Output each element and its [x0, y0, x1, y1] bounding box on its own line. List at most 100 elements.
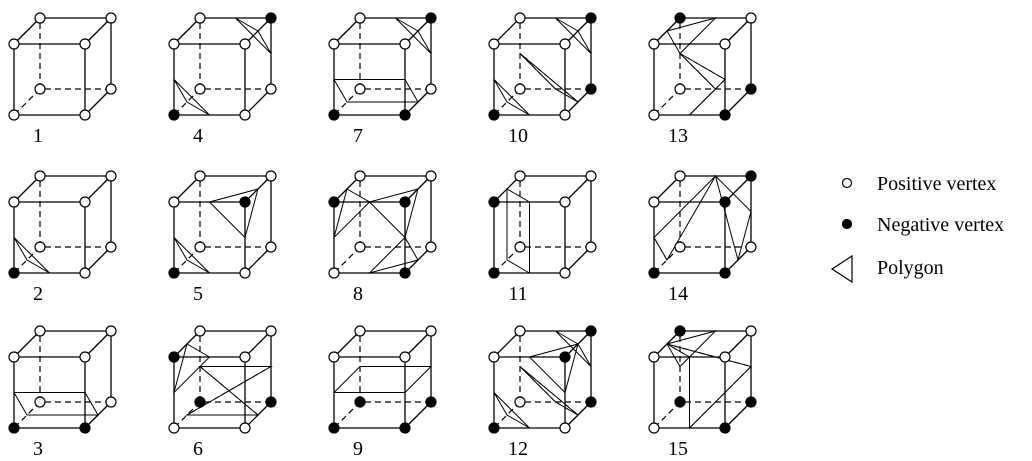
isosurface-polygon: [174, 238, 210, 274]
legend-positive-label: Positive vertex: [877, 173, 996, 195]
positive-vertex: [106, 326, 116, 336]
cube-case-14: 14: [649, 171, 756, 305]
cube-case-12: 12: [489, 326, 596, 460]
negative-vertex: [195, 397, 205, 407]
positive-vertex: [489, 39, 499, 49]
negative-vertex: [266, 13, 276, 23]
case-number: 5: [193, 283, 203, 305]
negative-vertex: [355, 397, 365, 407]
negative-vertex: [240, 197, 250, 207]
isosurface-polygon: [494, 80, 530, 116]
positive-vertex: [355, 13, 365, 23]
legend: Positive vertex Negative vertex Polygon: [832, 173, 1004, 282]
positive-vertex: [169, 423, 179, 433]
positive-vertex: [400, 352, 410, 362]
positive-vertex: [9, 110, 19, 120]
positive-vertex: [266, 326, 276, 336]
positive-vertex: [9, 39, 19, 49]
positive-vertex: [649, 423, 659, 433]
positive-vertex: [240, 39, 250, 49]
case-number: 8: [353, 283, 363, 305]
cube-case-2: 2: [9, 171, 116, 305]
case-number: 4: [193, 125, 203, 147]
negative-vertex: [426, 397, 436, 407]
cube-case-10: 10: [489, 13, 596, 147]
positive-vertex: [106, 13, 116, 23]
cube-case-15: 15: [649, 326, 756, 460]
positive-vertex: [720, 39, 730, 49]
positive-vertex: [35, 13, 45, 23]
positive-vertex: [515, 242, 525, 252]
case-number: 11: [508, 283, 527, 305]
positive-vertex: [80, 352, 90, 362]
positive-vertex: [515, 13, 525, 23]
positive-vertex: [400, 39, 410, 49]
positive-vertex: [586, 242, 596, 252]
positive-vertex: [80, 268, 90, 278]
case-number: 10: [508, 125, 528, 147]
positive-vertex: [195, 13, 205, 23]
positive-vertex: [9, 197, 19, 207]
positive-vertex: [560, 423, 570, 433]
negative-vertex: [400, 423, 410, 433]
legend-polygon-label: Polygon: [877, 257, 944, 279]
cube-case-13: 13: [649, 13, 756, 147]
case-number: 1: [33, 125, 43, 147]
positive-vertex: [240, 110, 250, 120]
case-number: 13: [668, 125, 688, 147]
negative-vertex: [9, 423, 19, 433]
negative-vertex: [746, 84, 756, 94]
positive-vertex: [240, 268, 250, 278]
positive-vertex: [560, 110, 570, 120]
negative-vertex: [329, 110, 339, 120]
negative-vertex: [9, 268, 19, 278]
negative-vertex: [586, 84, 596, 94]
negative-vertex: [675, 13, 685, 23]
cube-case-5: 5: [169, 171, 276, 305]
positive-vertex: [266, 242, 276, 252]
negative-vertex: [169, 268, 179, 278]
polygon-icon: [832, 256, 852, 282]
isosurface-polygon: [174, 80, 210, 116]
negative-vertex: [560, 352, 570, 362]
positive-vertex: [9, 352, 19, 362]
isosurface-polygon: [14, 238, 50, 274]
positive-vertex: [355, 326, 365, 336]
positive-vertex-icon: [843, 179, 852, 188]
negative-vertex: [489, 423, 499, 433]
positive-vertex: [266, 171, 276, 181]
positive-vertex: [675, 84, 685, 94]
negative-vertex: [169, 110, 179, 120]
positive-vertex: [169, 197, 179, 207]
positive-vertex: [675, 242, 685, 252]
cube-case-6: 6: [169, 326, 276, 460]
hidden-polygon: [654, 238, 667, 261]
case-number: 6: [193, 438, 203, 460]
negative-vertex: [720, 423, 730, 433]
positive-vertex: [240, 352, 250, 362]
positive-vertex: [240, 423, 250, 433]
negative-vertex: [489, 197, 499, 207]
negative-vertex: [426, 13, 436, 23]
cube-case-4: 4: [169, 13, 276, 147]
positive-vertex: [649, 352, 659, 362]
negative-vertex: [329, 423, 339, 433]
positive-vertex: [35, 171, 45, 181]
positive-vertex: [586, 171, 596, 181]
case-number: 9: [353, 438, 363, 460]
cube-case-9: 9: [329, 326, 436, 460]
isosurface-polygon: [520, 54, 578, 103]
negative-vertex: [266, 397, 276, 407]
positive-vertex: [329, 268, 339, 278]
case-number: 14: [668, 283, 688, 305]
negative-vertex: [720, 110, 730, 120]
positive-vertex: [515, 397, 525, 407]
positive-vertex: [489, 352, 499, 362]
negative-vertex: [400, 110, 410, 120]
positive-vertex: [195, 242, 205, 252]
positive-vertex: [649, 110, 659, 120]
negative-vertex: [586, 13, 596, 23]
positive-vertex: [106, 84, 116, 94]
case-number: 12: [508, 438, 528, 460]
positive-vertex: [169, 39, 179, 49]
